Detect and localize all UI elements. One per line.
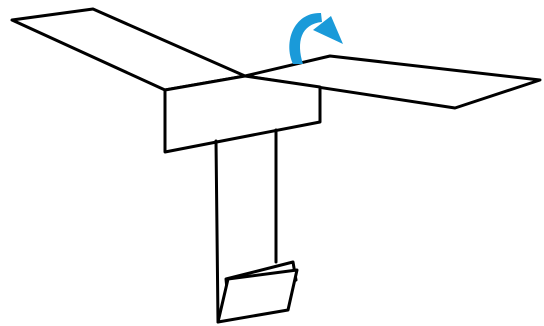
folded-flap-front (216, 268, 299, 324)
rotation-arrow-icon (289, 12, 322, 64)
rotation-arrowhead (313, 16, 343, 44)
hub-panel (163, 74, 322, 154)
left-rotor-blade (10, 7, 247, 92)
stem-left-edge (214, 139, 220, 324)
